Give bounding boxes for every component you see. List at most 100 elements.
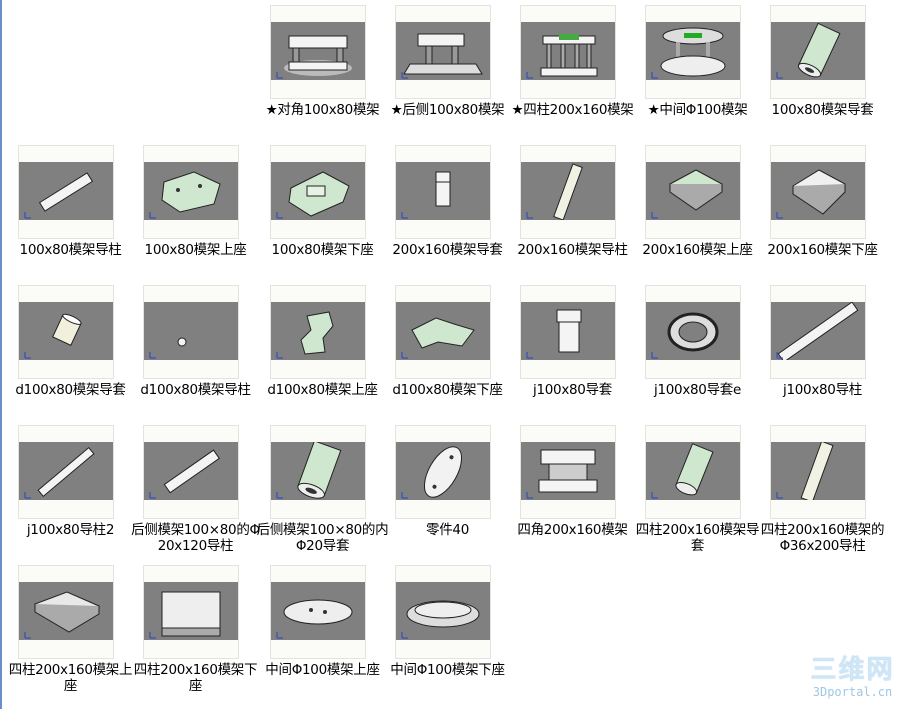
file-thumbnail[interactable] [270,145,366,239]
part-preview-icon [19,582,113,640]
file-thumbnail[interactable] [645,285,741,379]
file-item[interactable]: j100x80导柱2 [8,422,133,560]
file-name-label: 零件40 [426,522,469,538]
file-item[interactable]: d100x80模架上座 [260,282,385,420]
part-preview-icon [271,302,365,360]
file-thumbnail[interactable] [770,145,866,239]
watermark-logo: 三维网 3Dportal.cn [800,655,905,707]
file-thumbnail[interactable] [18,285,114,379]
file-thumbnail[interactable] [520,5,616,99]
file-thumbnail[interactable] [270,5,366,99]
file-item[interactable]: 四角200x160模架 [510,422,635,560]
file-item[interactable]: 四柱200x160模架下座 [133,562,258,700]
part-preview-icon [771,442,865,500]
file-thumbnail[interactable] [395,285,491,379]
file-name-label: 200x160模架上座 [642,242,753,258]
part-preview-icon [144,442,238,500]
file-item[interactable]: j100x80导套 [510,282,635,420]
part-preview-icon [19,442,113,500]
file-thumbnail[interactable] [770,285,866,379]
file-thumbnail[interactable] [770,5,866,99]
part-preview-icon [771,22,865,80]
file-item[interactable]: 中间Φ100模架上座 [260,562,385,700]
file-name-label: 四柱200x160模架导套 [635,522,760,554]
file-item[interactable]: 后侧模架100×80的内Φ20导套 [257,422,389,560]
file-name-label: 100x80模架导柱 [19,242,122,258]
file-name-label: d100x80模架导套 [15,382,126,398]
file-name-label: 100x80模架上座 [144,242,247,258]
file-name-label: 四柱200x160模架上座 [8,662,133,694]
file-thumbnail[interactable] [270,285,366,379]
file-item[interactable]: 100x80模架导柱 [8,142,133,280]
file-item[interactable]: 200x160模架下座 [760,142,885,280]
file-thumbnail[interactable] [395,5,491,99]
file-name-label: j100x80导套e [654,382,741,398]
file-name-label: ★对角100x80模架 [265,102,380,118]
file-item[interactable]: 四柱200x160模架导套 [635,422,760,560]
file-item[interactable]: 100x80模架导套 [760,2,885,140]
file-name-label: 200x160模架导套 [392,242,503,258]
file-item[interactable]: ★对角100x80模架 [260,2,385,140]
part-preview-icon [271,582,365,640]
file-thumbnail[interactable] [143,145,239,239]
file-name-label: ★中间Φ100模架 [647,102,748,118]
file-name-label: ★四柱200x160模架 [511,102,634,118]
file-item[interactable]: 零件40 [385,422,510,560]
file-name-label: d100x80模架下座 [392,382,503,398]
file-name-label: j100x80导柱2 [26,522,115,538]
file-thumbnail[interactable] [395,145,491,239]
file-thumbnail[interactable] [18,145,114,239]
file-thumbnail[interactable] [645,145,741,239]
file-thumbnail[interactable] [645,425,741,519]
part-preview-icon [521,162,615,220]
file-thumbnail[interactable] [270,425,366,519]
file-thumbnail[interactable] [18,425,114,519]
file-name-label: 100x80模架下座 [271,242,374,258]
file-thumbnail[interactable] [395,565,491,659]
file-item[interactable]: ★四柱200x160模架 [510,2,635,140]
part-preview-icon [144,582,238,640]
file-item[interactable]: 四柱200x160模架上座 [8,562,133,700]
file-thumbnail[interactable] [520,285,616,379]
file-item[interactable]: j100x80导柱 [760,282,885,420]
part-preview-icon [396,162,490,220]
file-thumbnail[interactable] [770,425,866,519]
file-item[interactable]: j100x80导套e [635,282,760,420]
part-preview-icon [521,22,615,80]
file-thumbnail[interactable] [143,425,239,519]
file-thumbnail[interactable] [520,425,616,519]
file-item[interactable]: 200x160模架导柱 [510,142,635,280]
part-preview-icon [396,582,490,640]
file-name-label: 四角200x160模架 [517,522,628,538]
file-thumbnail[interactable] [395,425,491,519]
file-name-label: 四柱200x160模架下座 [133,662,258,694]
file-thumbnail[interactable] [143,565,239,659]
file-thumbnail[interactable] [143,285,239,379]
file-item[interactable]: ★中间Φ100模架 [635,2,760,140]
file-item[interactable]: d100x80模架导套 [8,282,133,420]
file-item[interactable]: d100x80模架导柱 [133,282,258,420]
file-name-label: 中间Φ100模架下座 [390,662,505,678]
part-preview-icon [521,442,615,500]
file-thumbnail[interactable] [520,145,616,239]
part-preview-icon [646,22,740,80]
part-preview-icon [646,442,740,500]
file-item[interactable]: 100x80模架上座 [133,142,258,280]
file-item[interactable]: ★后侧100x80模架 [385,2,510,140]
file-item[interactable]: 200x160模架导套 [385,142,510,280]
file-item[interactable]: 四柱200x160模架的Φ36x200导柱 [760,422,885,560]
file-thumbnail[interactable] [270,565,366,659]
file-item[interactable]: 中间Φ100模架下座 [385,562,510,700]
file-name-label: 后侧模架100×80的Φ20x120导柱 [131,522,260,554]
file-thumbnail[interactable] [645,5,741,99]
file-item[interactable]: 后侧模架100×80的Φ20x120导柱 [131,422,260,560]
file-name-label: j100x80导柱 [783,382,862,398]
file-item[interactable]: 100x80模架下座 [260,142,385,280]
file-name-label: ★后侧100x80模架 [390,102,505,118]
file-item[interactable]: d100x80模架下座 [385,282,510,420]
file-thumbnail[interactable] [18,565,114,659]
file-item[interactable]: 200x160模架上座 [635,142,760,280]
part-preview-icon [396,22,490,80]
watermark-en-text: 3Dportal.cn [812,685,893,699]
file-name-label: d100x80模架导柱 [140,382,251,398]
